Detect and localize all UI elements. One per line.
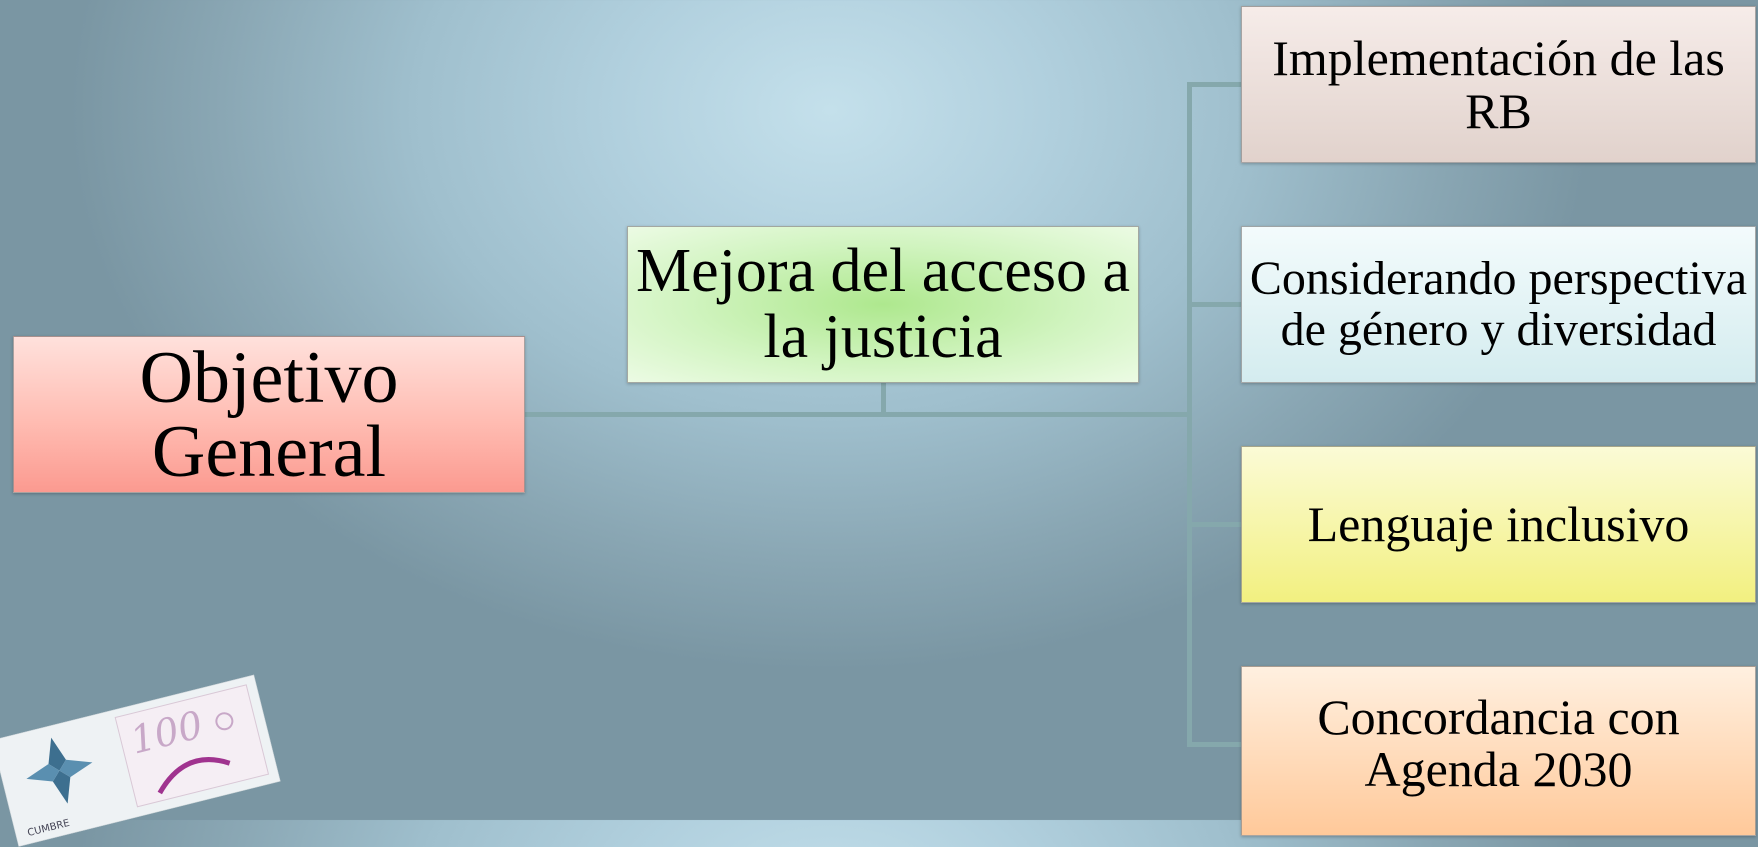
leaf-node-implementacion: Implementación de las RB [1241, 6, 1756, 163]
leaf-node-agenda-2030: Concordancia con Agenda 2030 [1241, 666, 1756, 836]
leaf-node-label: Implementación de las RB [1272, 30, 1725, 139]
connector-leaf-3 [1187, 742, 1243, 747]
connector-leaf-1 [1187, 302, 1243, 307]
corner-logo: CUMBRE 100 [0, 674, 281, 847]
root-node-label: Objetivo General [139, 336, 399, 493]
leaf-node-perspectiva-genero: Considerando perspectiva de género y div… [1241, 226, 1756, 383]
leaf-node-lenguaje-inclusivo: Lenguaje inclusivo [1241, 446, 1756, 603]
connector-leaf-2 [1187, 522, 1243, 527]
middle-node: Mejora del acceso a la justicia [627, 226, 1139, 383]
connector-vertical-spine [1187, 82, 1192, 747]
connector-root-trunk [525, 412, 1192, 417]
connector-middle-drop [881, 383, 886, 414]
connector-leaf-0 [1187, 82, 1243, 87]
leaf-node-label: Concordancia con Agenda 2030 [1317, 688, 1680, 797]
cross-emblem-icon [26, 737, 93, 804]
leaf-node-label: Lenguaje inclusivo [1307, 496, 1690, 553]
leaf-node-label: Considerando perspectiva de género y div… [1249, 252, 1748, 356]
root-node: Objetivo General [13, 336, 525, 493]
middle-node-label: Mejora del acceso a la justicia [635, 237, 1130, 371]
